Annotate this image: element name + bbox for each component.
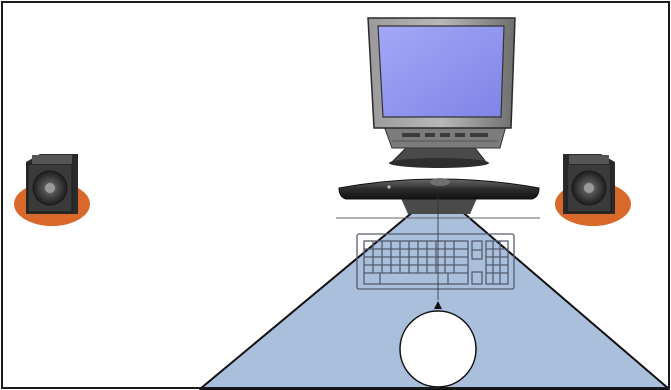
speaker-icon <box>555 154 631 226</box>
user-circle-icon <box>400 311 476 387</box>
monitor-icon <box>368 18 515 168</box>
speaker-icon <box>14 154 90 226</box>
microphone-array-icon <box>339 178 539 214</box>
